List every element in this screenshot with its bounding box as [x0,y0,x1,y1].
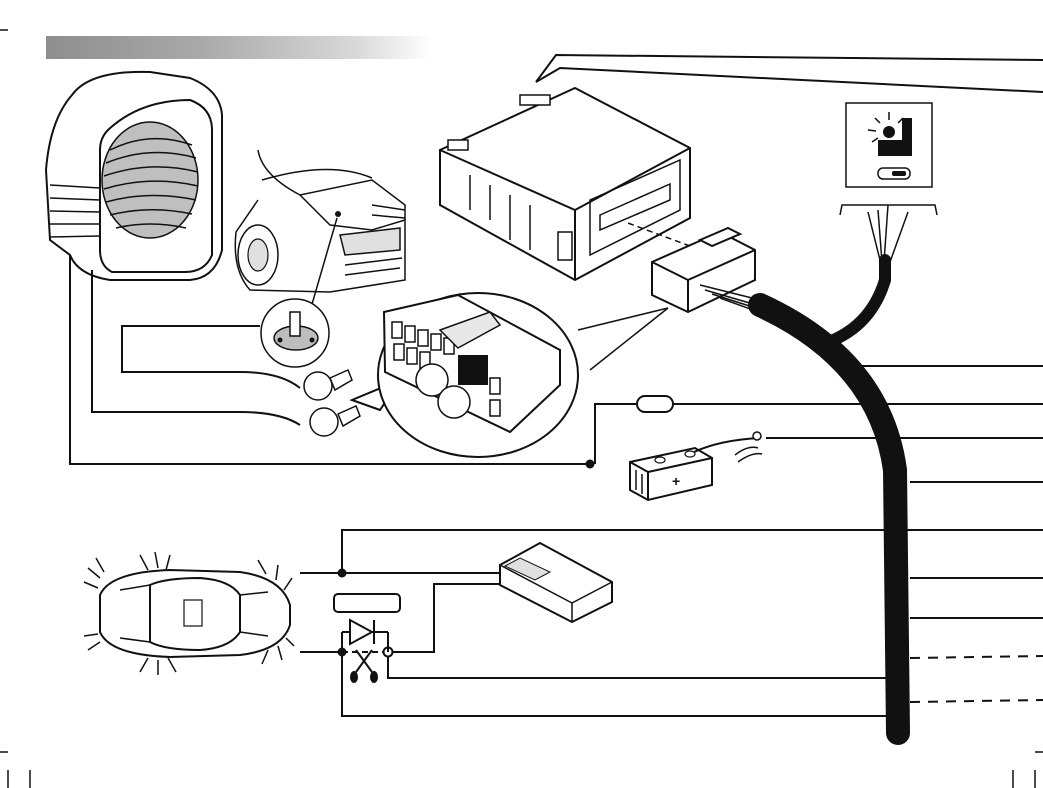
battery-lead-strands [735,447,762,462]
led-indicator-icon [846,103,932,187]
car-flashing-indicators-icon [84,552,294,675]
multi-pin-connector-icon [652,228,764,314]
right-edge-wires [595,366,1043,702]
led-wire-fan [840,205,937,262]
relay-module-icon [500,543,612,622]
switch-wire [122,326,260,372]
alarm-control-unit-icon [440,88,690,280]
indicator-wiring [300,530,910,716]
indicator-junction-dot [338,569,347,578]
ground-junction-dot [586,460,595,469]
diode-icon [334,594,400,652]
battery-positive-lead [694,438,760,452]
bonnet-pin-switch-icon [261,299,329,367]
svg-text:+: + [672,473,680,489]
led-cable [820,260,885,345]
car-front-icon [235,150,405,292]
car-battery-icon: + [630,448,712,500]
battery-terminal-ring [753,432,761,440]
wire-harness-icon [760,305,898,733]
switch-location-dot [335,211,341,217]
connector-tails [240,370,360,436]
fuse-wire [595,404,637,464]
cut-wire-icon [350,650,378,683]
siren-icon [46,72,222,280]
inline-fuse-icon [637,396,673,412]
top-lead-lines [536,55,1043,92]
connector-zoom-icon [378,293,668,457]
